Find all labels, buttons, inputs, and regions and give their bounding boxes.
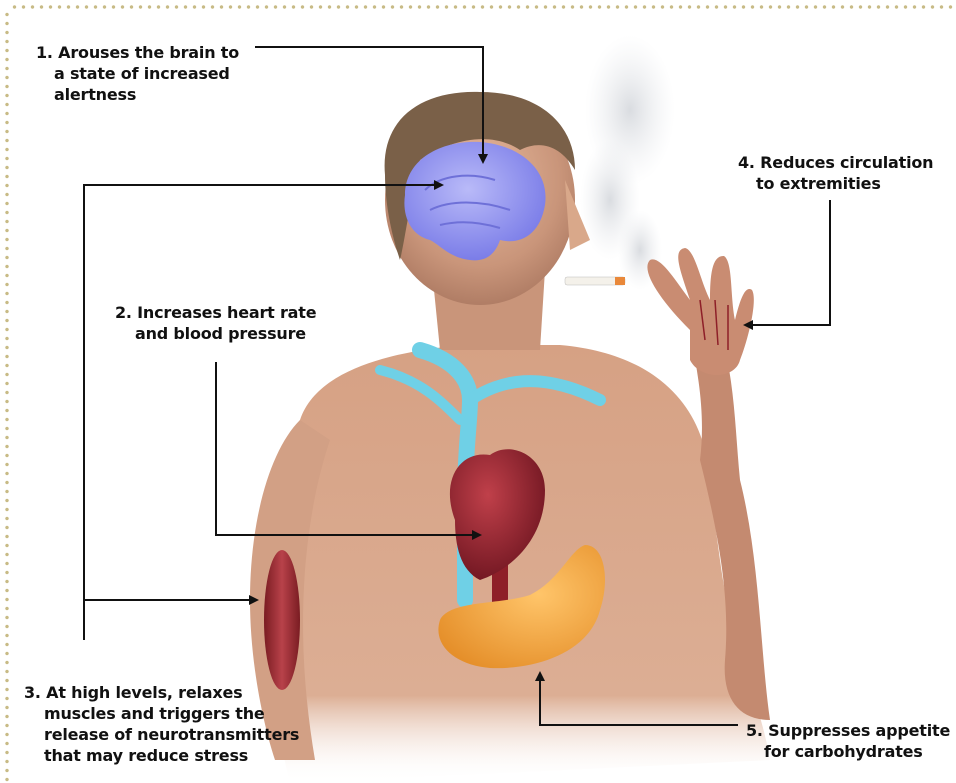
arm-muscle xyxy=(264,550,300,690)
smoke xyxy=(580,35,675,290)
annotation-5-line-1: 5. Suppresses appetite xyxy=(746,720,950,741)
annotation-3-line-2: muscles and triggers the xyxy=(24,703,299,724)
annotation-5: 5. Suppresses appetite for carbohydrates xyxy=(746,720,950,762)
annotation-1-line-3: alertness xyxy=(36,84,239,105)
annotation-3-line-1: 3. At high levels, relaxes xyxy=(24,682,299,703)
annotation-3-line-3: release of neurotransmitters xyxy=(24,724,299,745)
annotation-2-line-1: 2. Increases heart rate xyxy=(115,302,316,323)
annotation-3: 3. At high levels, relaxes muscles and t… xyxy=(24,682,299,766)
annotation-5-line-2: for carbohydrates xyxy=(746,741,950,762)
annotation-1: 1. Arouses the brain to a state of incre… xyxy=(36,42,239,105)
annotation-2-line-2: and blood pressure xyxy=(115,323,316,344)
hand xyxy=(647,248,753,375)
annotation-4-line-1: 4. Reduces circulation xyxy=(738,152,933,173)
annotation-4: 4. Reduces circulation to extremities xyxy=(738,152,933,194)
annotation-2: 2. Increases heart rate and blood pressu… xyxy=(115,302,316,344)
annotation-3-line-4: that may reduce stress xyxy=(24,745,299,766)
annotation-1-line-2: a state of increased xyxy=(36,63,239,84)
annotation-4-line-2: to extremities xyxy=(738,173,933,194)
leader-4 xyxy=(745,200,830,325)
annotation-1-line-1: 1. Arouses the brain to xyxy=(36,42,239,63)
